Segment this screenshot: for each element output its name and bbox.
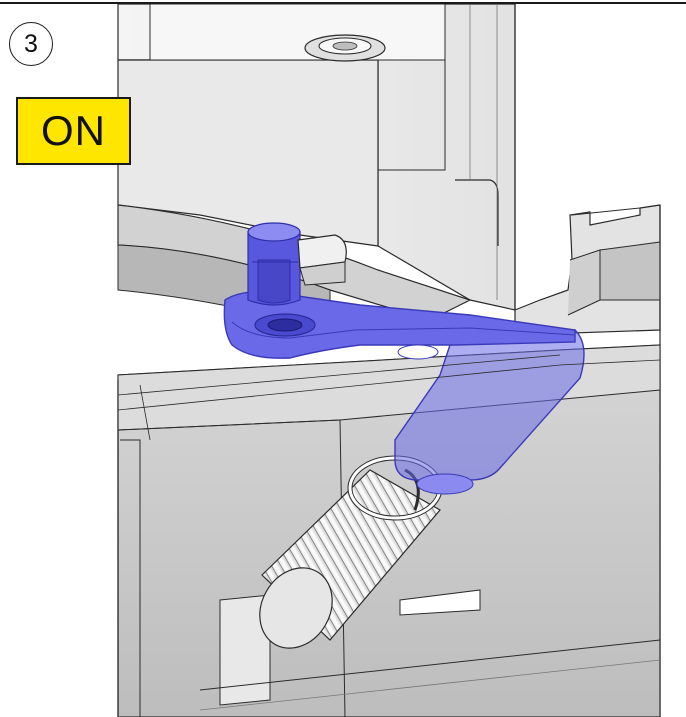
state-callout: ON bbox=[16, 97, 131, 165]
highlighted-pin bbox=[247, 222, 301, 306]
upper-housing bbox=[117, 3, 516, 311]
right-rail bbox=[514, 204, 661, 717]
top-screw bbox=[304, 34, 386, 62]
top-border-line bbox=[0, 2, 686, 4]
step-number-text: 3 bbox=[24, 29, 38, 58]
state-callout-text: ON bbox=[41, 107, 106, 154]
ghost-edges bbox=[117, 354, 661, 441]
latch-tab bbox=[297, 234, 347, 286]
step-number-badge: 3 bbox=[9, 22, 53, 66]
